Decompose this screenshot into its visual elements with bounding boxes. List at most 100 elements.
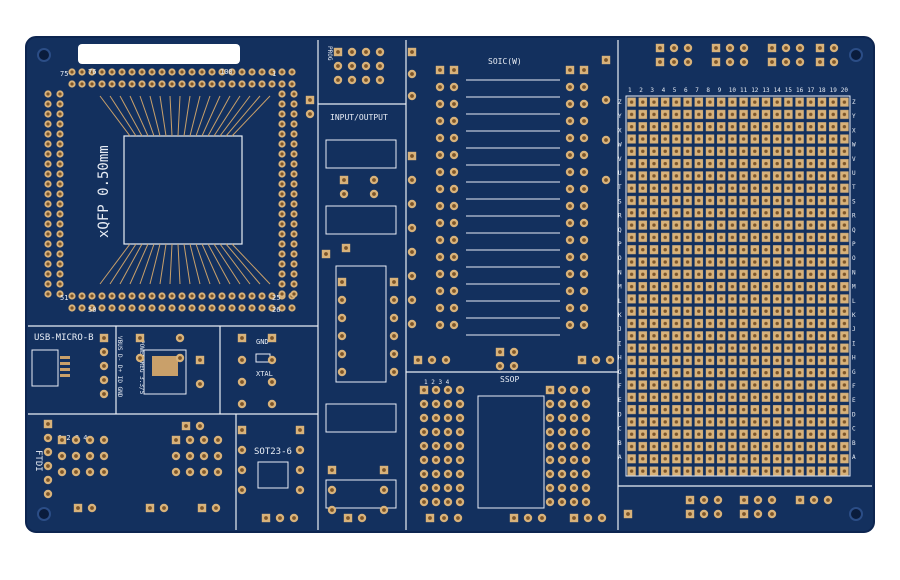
- pad-hole: [120, 82, 124, 86]
- label-block: [78, 44, 240, 64]
- pad-hole: [170, 82, 174, 86]
- pad-hole: [584, 416, 588, 420]
- pad-hole: [560, 388, 564, 392]
- pad-hole: [582, 289, 586, 293]
- pad-hole: [410, 72, 414, 76]
- pad-hole: [270, 294, 274, 298]
- grid-col-label: 12: [751, 87, 759, 94]
- pad-hole: [568, 204, 572, 208]
- pad-hole: [240, 294, 244, 298]
- pad-hole: [458, 472, 462, 476]
- pad-hole: [582, 85, 586, 89]
- pad-hole: [200, 82, 204, 86]
- pad-hole: [70, 82, 74, 86]
- pad-hole: [230, 294, 234, 298]
- pad-hole: [170, 70, 174, 74]
- pad-hole: [452, 85, 456, 89]
- pad-hole: [180, 306, 184, 310]
- pad-hole: [410, 202, 414, 206]
- pad-hole: [292, 92, 296, 96]
- pad-hole: [560, 416, 564, 420]
- pad-hole: [58, 172, 62, 176]
- pad-hole: [458, 458, 462, 462]
- pad-hole: [604, 138, 608, 142]
- pad-hole: [140, 294, 144, 298]
- pad-hole: [292, 162, 296, 166]
- pad-hole: [58, 202, 62, 206]
- sot-label: SOT23-6: [254, 447, 292, 457]
- pad-hole: [202, 438, 206, 442]
- pad-hole: [160, 306, 164, 310]
- grid-row-label: C: [618, 426, 622, 433]
- grid-row-label: R: [618, 213, 622, 220]
- pad-hole: [102, 336, 106, 340]
- pad-hole: [46, 182, 50, 186]
- grid-col-label: 14: [774, 87, 782, 94]
- ssop-pins-label: 1 2 3 4: [424, 379, 450, 386]
- grid-row-label: U: [852, 170, 856, 177]
- qfp-title: xQFP 0.50mm: [96, 145, 112, 238]
- grid-col-label: 18: [818, 87, 826, 94]
- pad-hole: [280, 70, 284, 74]
- pad-hole: [410, 94, 414, 98]
- pad-hole: [216, 454, 220, 458]
- pad-hole: [422, 388, 426, 392]
- pad-hole: [130, 294, 134, 298]
- pad-hole: [410, 154, 414, 158]
- pad-hole: [292, 232, 296, 236]
- pad-hole: [188, 454, 192, 458]
- pad-hole: [434, 486, 438, 490]
- pad-hole: [280, 152, 284, 156]
- pad-hole: [240, 488, 244, 492]
- soic-section: SOIC(W): [466, 57, 560, 336]
- pad-hole: [88, 454, 92, 458]
- pad-hole: [434, 444, 438, 448]
- pad-hole: [46, 172, 50, 176]
- pad-hole: [340, 316, 344, 320]
- pad-hole: [270, 306, 274, 310]
- pad-hole: [422, 486, 426, 490]
- pad-hole: [46, 436, 50, 440]
- pad-hole: [120, 70, 124, 74]
- pad-hole: [378, 64, 382, 68]
- pad-hole: [568, 68, 572, 72]
- grid-row-label: L: [618, 298, 622, 305]
- pad-hole: [568, 187, 572, 191]
- pad-hole: [270, 402, 274, 406]
- pad-hole: [582, 221, 586, 225]
- grid-row-label: X: [852, 127, 856, 134]
- pad-hole: [280, 202, 284, 206]
- pad-hole: [582, 204, 586, 208]
- pad-hole: [560, 472, 564, 476]
- pad-hole: [58, 222, 62, 226]
- through-hole-pads: [43, 43, 839, 523]
- pad-hole: [60, 470, 64, 474]
- pad-hole: [392, 334, 396, 338]
- pad-hole: [350, 50, 354, 54]
- pad-hole: [458, 486, 462, 490]
- pad-hole: [280, 172, 284, 176]
- grid-col-label: 10: [729, 87, 737, 94]
- grid-row-label: I: [852, 340, 856, 347]
- pad-hole: [512, 516, 516, 520]
- grid-row-label: Y: [852, 113, 856, 120]
- grid-row-label: T: [618, 184, 622, 191]
- pad-hole: [364, 50, 368, 54]
- pad-hole: [568, 119, 572, 123]
- pad-hole: [100, 82, 104, 86]
- pad-hole: [728, 60, 732, 64]
- pad-hole: [180, 294, 184, 298]
- pad-hole: [584, 458, 588, 462]
- pad-hole: [102, 454, 106, 458]
- pad-hole: [568, 238, 572, 242]
- pad-hole: [46, 292, 50, 296]
- pad-hole: [202, 454, 206, 458]
- pad-hole: [452, 289, 456, 293]
- pad-hole: [220, 70, 224, 74]
- grid-col-label: 9: [718, 87, 722, 94]
- pad-hole: [240, 402, 244, 406]
- pad-hole: [364, 78, 368, 82]
- pad-hole: [170, 306, 174, 310]
- pad-hole: [210, 294, 214, 298]
- pad-hole: [278, 516, 282, 520]
